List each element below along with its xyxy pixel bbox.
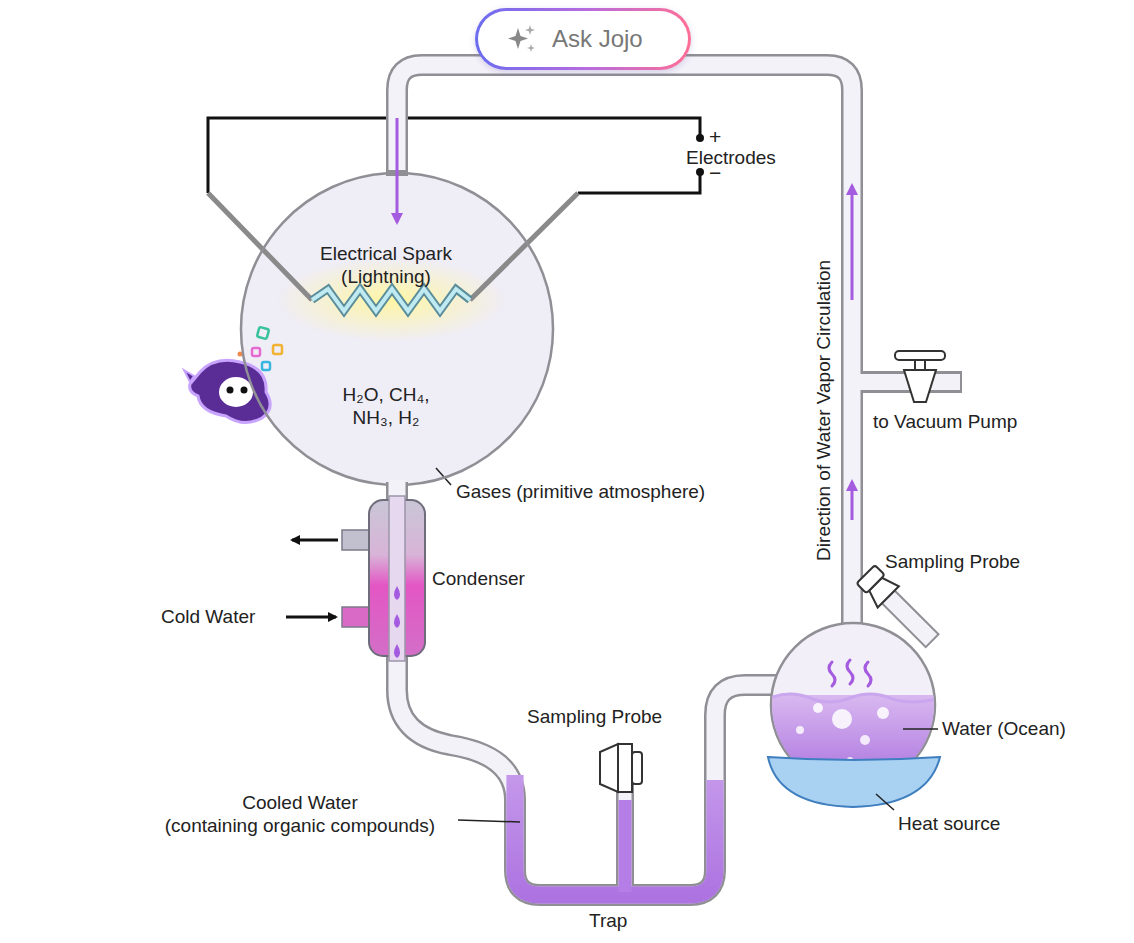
sparkle-icon — [504, 22, 538, 56]
droplet — [394, 586, 400, 600]
reaction-flask: Electrical Spark (Lightning) H₂O, CH₄, NH… — [240, 172, 554, 486]
vapor-wisps — [829, 660, 871, 686]
valve-stem — [915, 360, 925, 370]
trap-label: Trap — [589, 910, 627, 933]
spark-label: Electrical Spark (Lightning) — [320, 243, 452, 289]
electrode-wire — [578, 172, 700, 193]
tube — [397, 480, 782, 895]
probe-label: Sampling Probe — [527, 706, 662, 729]
vacuum-label: to Vacuum Pump — [873, 411, 1017, 434]
flow-direction-label: Direction of Water Vapor Circulation — [813, 260, 836, 561]
heat-source — [768, 757, 940, 807]
spark — [312, 289, 470, 311]
probe-body — [618, 744, 632, 792]
flask-border — [241, 173, 553, 484]
bubble — [796, 726, 804, 734]
flow-arrow — [851, 482, 854, 520]
valve-body — [904, 370, 936, 402]
probe-valve — [600, 744, 618, 792]
tube-outline — [397, 65, 852, 626]
probe-label: Sampling Probe — [885, 551, 1020, 574]
tube — [619, 778, 632, 892]
gas-formula: H₂O, CH₄, NH₃, H₂ — [343, 384, 430, 430]
terminal-dot — [696, 168, 704, 176]
condenser-label: Condenser — [432, 568, 525, 591]
electrode-wire — [208, 118, 700, 193]
terminal-sign: + — [709, 124, 721, 149]
electrode-rod — [470, 193, 578, 300]
cold-water-label: Cold Water — [161, 606, 255, 629]
tube — [397, 65, 852, 630]
water-in-arrow — [286, 616, 336, 619]
mascot — [184, 327, 282, 423]
probe-cap — [856, 565, 884, 593]
terminal-dot — [696, 134, 704, 142]
spark-outline — [312, 289, 470, 311]
bubble — [813, 703, 823, 713]
probe-cap — [632, 752, 642, 784]
bubble — [832, 709, 852, 729]
leader-line — [903, 728, 938, 730]
cooled-water-label: Cooled Water (containing organic compoun… — [165, 792, 435, 838]
trap-liquid — [515, 775, 715, 895]
bubble — [877, 707, 889, 719]
button-label: Ask Jojo — [552, 25, 643, 54]
flow-arrow — [851, 186, 854, 300]
flask-outline — [240, 172, 554, 486]
valve-handle — [895, 351, 945, 360]
water-out-arrow — [292, 539, 338, 542]
gases-label: Gases (primitive atmosphere) — [456, 481, 705, 504]
bubble — [860, 735, 870, 745]
leader-line — [876, 794, 894, 810]
flow-arrow — [396, 118, 399, 222]
water-surface — [770, 694, 940, 702]
leader-line — [458, 820, 520, 822]
ask-button: Ask Jojo — [475, 8, 691, 70]
ocean-label: Water (Ocean) — [942, 718, 1066, 741]
heat-label: Heat source — [898, 813, 1000, 836]
electrodes-label: Electrodes — [686, 147, 776, 170]
droplet — [394, 644, 400, 658]
trap-liquid — [515, 775, 715, 895]
trap-liquid — [619, 800, 632, 892]
droplet — [394, 614, 400, 628]
terminal-sign: − — [709, 160, 721, 185]
condenser-tube — [389, 496, 405, 661]
